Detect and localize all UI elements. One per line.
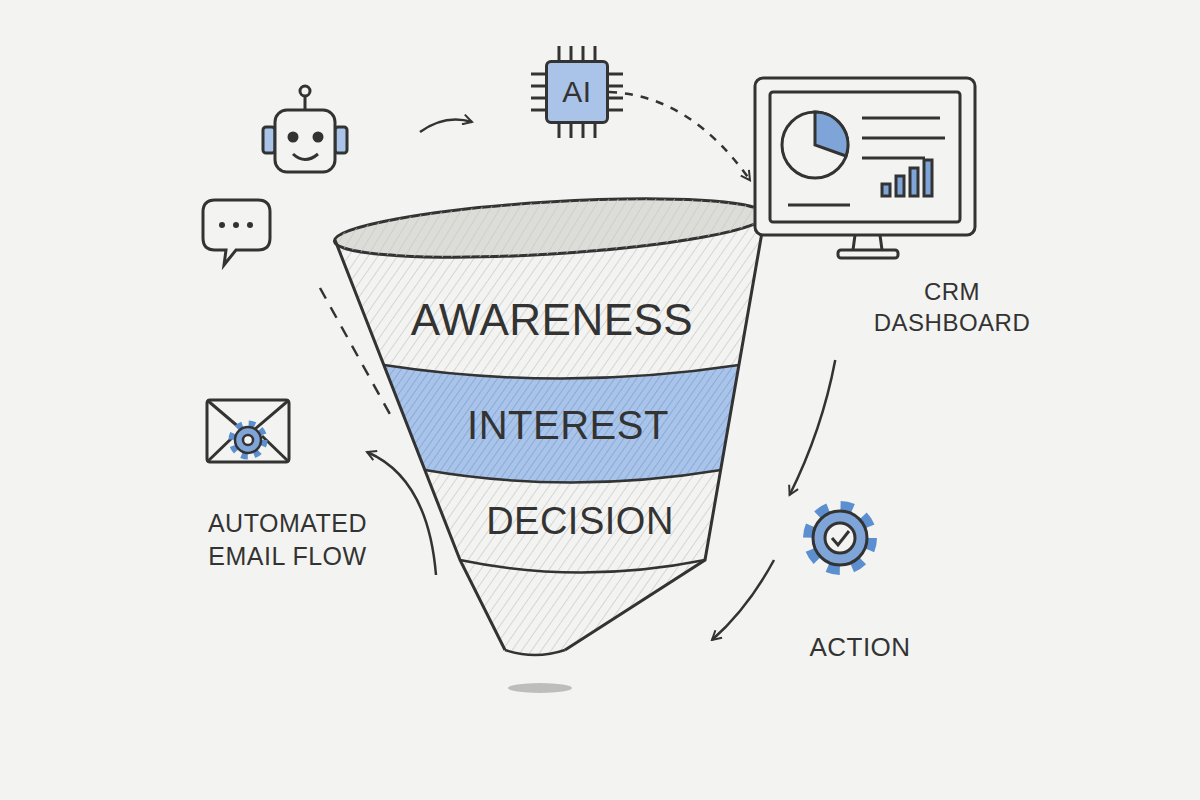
monitor-neck [853, 235, 882, 250]
chip-pin [582, 124, 585, 138]
envelope [207, 400, 289, 462]
robot-arrow [420, 120, 472, 132]
action-step: ACTION [780, 495, 940, 680]
robot-ear [263, 127, 275, 153]
funnel [333, 189, 767, 693]
connector-arrow [790, 360, 836, 495]
funnel-band [384, 365, 739, 483]
robot-head [275, 110, 335, 172]
ai-chip: AI [545, 60, 609, 124]
node-label: ACTION [780, 631, 940, 665]
chip-pin [531, 109, 545, 112]
text-line [862, 137, 945, 140]
monitor-base [838, 250, 898, 258]
funnel-stage: INTEREST [457, 399, 679, 452]
monitor-screen [770, 92, 960, 222]
email-arrow [367, 452, 436, 575]
gear-hole [243, 435, 253, 445]
gear-hole [825, 523, 855, 553]
node-label: CRM DASHBOARD [868, 276, 1036, 338]
chip-pin [594, 124, 597, 138]
chip-pin [594, 46, 597, 60]
bar [896, 176, 904, 196]
funnel-rim [333, 189, 767, 267]
stage-label: AWARENESS [411, 295, 693, 345]
gear-body [813, 511, 867, 565]
funnel-stage: DECISION [476, 496, 684, 547]
stage-label: INTEREST [467, 403, 669, 448]
chip-pin [570, 124, 573, 138]
pie-chart [782, 112, 848, 178]
funnel-band [425, 470, 721, 573]
email-icon [207, 400, 289, 462]
funnel-shadow [508, 683, 572, 693]
funnel-bottom [505, 650, 565, 655]
action-arrow [712, 560, 774, 640]
gear-teeth [232, 424, 264, 456]
monitor-icon [755, 78, 975, 258]
robot-smile [293, 154, 318, 160]
robot-ear [335, 127, 347, 153]
chip-pin [582, 46, 585, 60]
text-line [788, 204, 850, 207]
chip-pin [558, 46, 561, 60]
bubble-dot [247, 222, 253, 228]
chip-pin [531, 73, 545, 76]
band-line [460, 560, 705, 573]
chip-pin [570, 46, 573, 60]
robot-eye [314, 133, 322, 141]
funnel-band [384, 365, 739, 483]
bubble-dot [233, 222, 239, 228]
chip-pin [609, 109, 623, 112]
node-label: AI [562, 75, 591, 109]
robot-eye [289, 133, 297, 141]
bar [924, 160, 932, 196]
dashed-link [320, 288, 392, 418]
gear-teeth [809, 507, 871, 569]
robot-antenna-tip [300, 86, 310, 96]
chip-pin [609, 97, 623, 100]
funnel-stage: AWARENESS [401, 291, 704, 349]
band-line [425, 470, 721, 483]
funnel-rim [333, 189, 767, 267]
chip-pin [531, 85, 545, 88]
bar [882, 184, 890, 196]
crm-dashboard: CRM DASHBOARD [750, 70, 1025, 360]
text-line [862, 157, 925, 160]
chat-bubble [203, 200, 270, 265]
robot-antenna [304, 96, 307, 110]
bubble-dot [219, 222, 225, 228]
gear-body [235, 427, 261, 453]
check-mark [832, 531, 849, 545]
connector-arrow [609, 92, 750, 180]
text-line [862, 117, 940, 120]
action-gear [809, 507, 871, 569]
chip-pin [558, 124, 561, 138]
chip-pin [609, 85, 623, 88]
node-label: AUTOMATED EMAIL FLOW [180, 507, 395, 572]
bar [910, 168, 918, 196]
chip-pin [531, 97, 545, 100]
band-line [384, 365, 739, 379]
pie-slice [815, 112, 848, 156]
robot-icon [203, 86, 347, 265]
chip-pin [609, 73, 623, 76]
monitor-frame [755, 78, 975, 235]
email-flow: AUTOMATED EMAIL FLOW [180, 395, 395, 600]
stage-label: DECISION [486, 500, 674, 543]
funnel-tip [460, 560, 705, 655]
